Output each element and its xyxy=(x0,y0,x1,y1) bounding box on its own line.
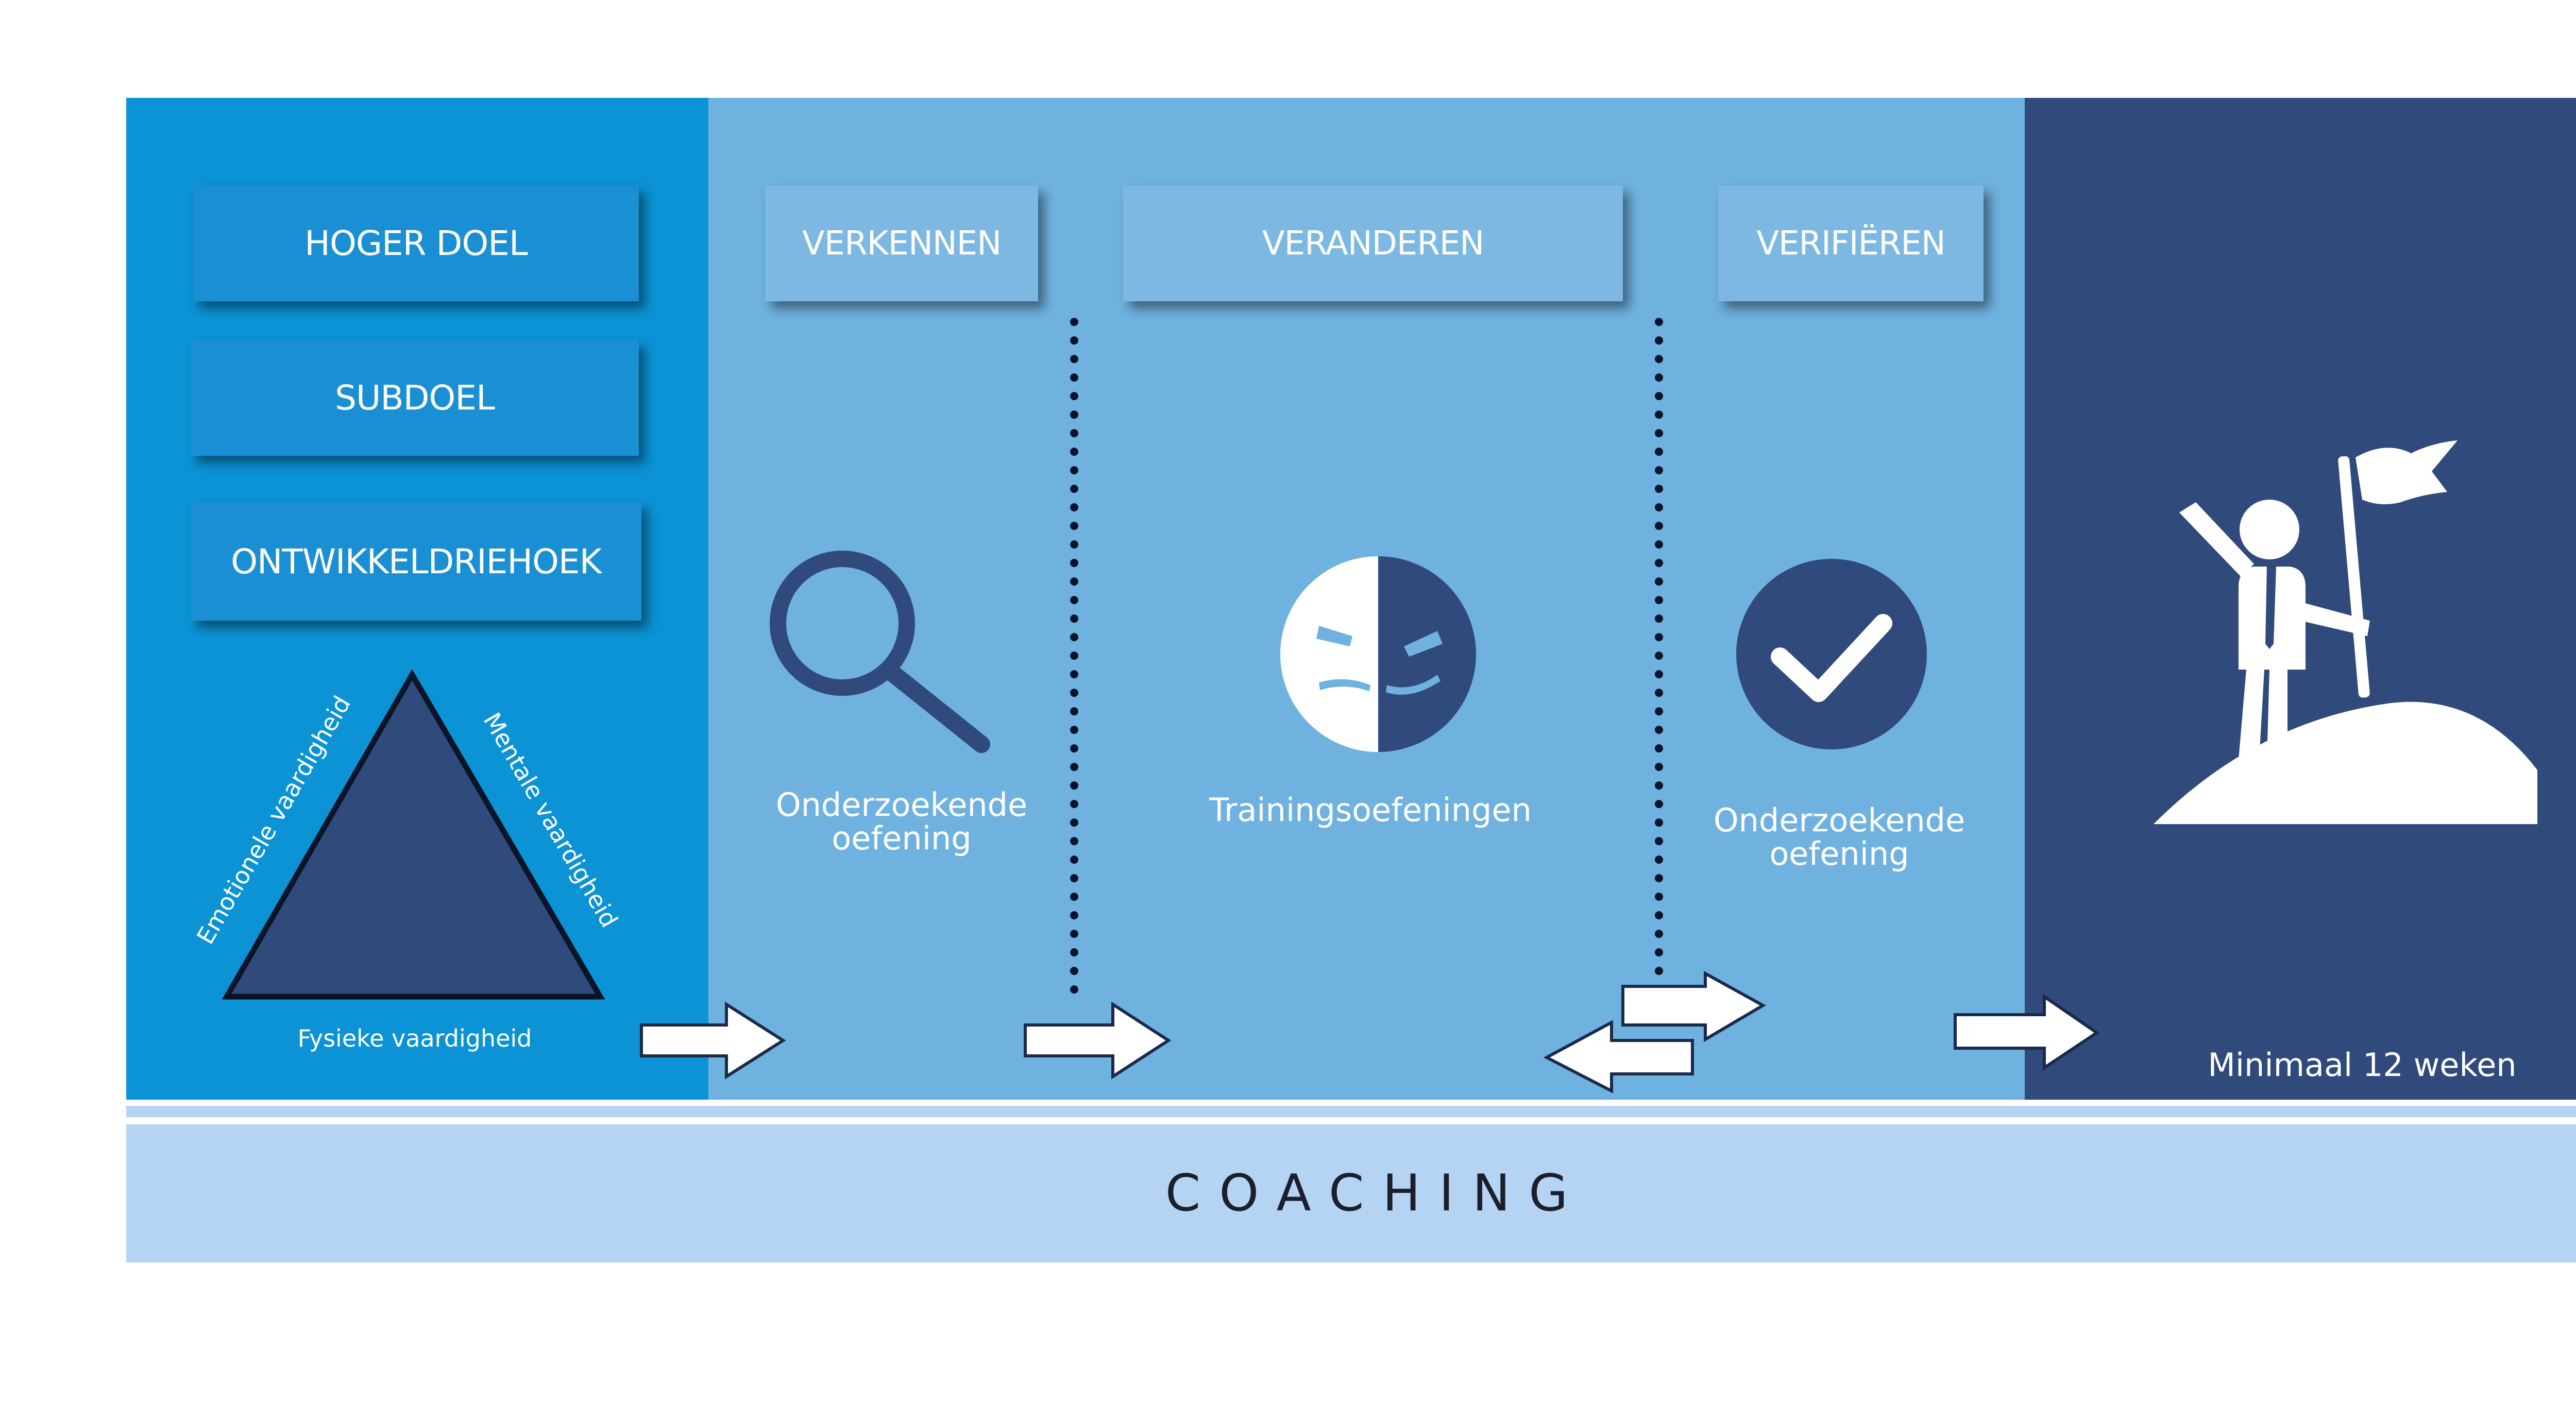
magnifier-icon xyxy=(770,551,990,753)
change-caption-line-1: Trainingsoefeningen xyxy=(1209,791,1532,829)
phase-change-box: VERANDEREN xyxy=(1123,185,1623,301)
arrow-icon xyxy=(1024,1001,1172,1080)
verify-caption-line-2: oefening xyxy=(1769,835,1909,873)
explore-caption: Onderzoekende oefening xyxy=(747,788,1056,855)
triangle-side-bottom-label: Fysieke vaardigheid xyxy=(298,1024,532,1052)
phase-verify-box: VERIFIËREN xyxy=(1718,185,1984,301)
phase-change-label: VERANDEREN xyxy=(1262,224,1484,263)
phase-explore-label: VERKENNEN xyxy=(802,224,1002,263)
development-triangle xyxy=(222,669,605,1000)
goal-label: HOGER DOEL xyxy=(304,224,528,263)
verify-caption: Onderzoekende oefening xyxy=(1685,804,1994,870)
subgoal-box: SUBDOEL xyxy=(191,340,639,456)
development-triangle-label: ONTWIKKELDRIEHOEK xyxy=(231,541,602,582)
change-caption: Trainingsoefeningen xyxy=(1159,793,1582,827)
divider-stripe xyxy=(126,1106,2576,1117)
arrow-icon xyxy=(640,1001,786,1080)
goal-box: HOGER DOEL xyxy=(193,185,639,301)
phase-verify-label: VERIFIËREN xyxy=(1756,224,1945,263)
verify-caption-line-1: Onderzoekende xyxy=(1713,801,1965,839)
coaching-band xyxy=(126,1124,2576,1262)
coaching-label: COACHING xyxy=(1165,1164,1587,1223)
double-arrow-icon xyxy=(1543,970,1767,1094)
development-triangle-box: ONTWIKKELDRIEHOEK xyxy=(191,502,641,621)
arrow-icon xyxy=(1954,994,2100,1071)
duration-label: Minimaal 12 weken xyxy=(2208,1046,2517,1084)
checkmark-circle-icon xyxy=(1736,559,1927,749)
explore-caption-line-2: oefening xyxy=(832,819,972,858)
person-with-flag-on-summit-icon xyxy=(2154,440,2537,824)
phase-explore-box: VERKENNEN xyxy=(765,185,1038,301)
subgoal-label: SUBDOEL xyxy=(335,378,495,418)
explore-caption-line-1: Onderzoekende xyxy=(775,786,1028,824)
two-faced-mask-icon xyxy=(1280,556,1476,752)
